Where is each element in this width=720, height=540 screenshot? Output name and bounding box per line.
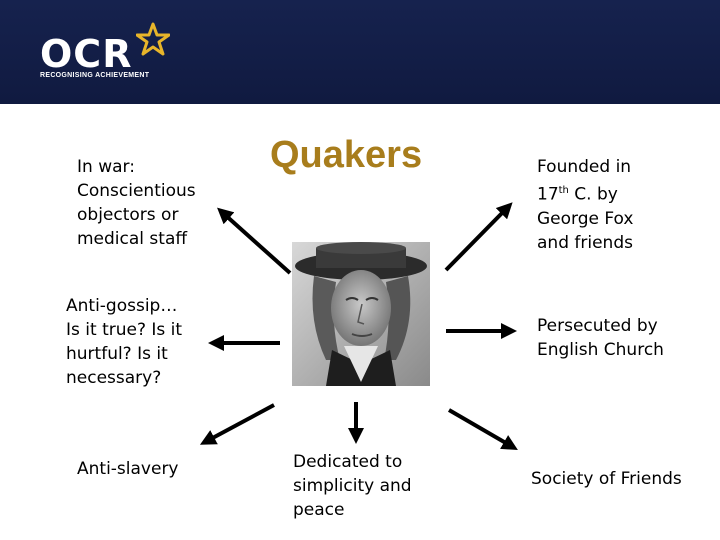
fact-founded-line: 17th C. by [537, 179, 634, 207]
fact-persecuted: Persecuted by English Church [537, 314, 664, 362]
fact-simplicity: Dedicated to simplicity and peace [293, 450, 412, 522]
slide-title: Quakers [270, 134, 423, 176]
fact-war-line: medical staff [77, 229, 188, 249]
logo-tagline: RECOGNISING ACHIEVEMENT [40, 72, 150, 79]
header-bar: OCR RECOGNISING ACHIEVEMENT [0, 0, 720, 104]
fact-war: In war: Conscientious objectors or medic… [77, 155, 196, 251]
fact-gossip: Anti-gossip… Is it true? Is it hurtful? … [66, 294, 182, 390]
century-text: C. by [568, 184, 618, 205]
fact-war-line: In war: [77, 157, 135, 177]
ocr-logo: OCR RECOGNISING ACHIEVEMENT [36, 22, 176, 84]
fact-founded-line: George Fox [537, 208, 634, 229]
fact-gossip-line: Is it true? Is it [66, 320, 183, 340]
fact-founded-line: Founded in [537, 157, 632, 177]
logo-word: OCR [40, 32, 133, 76]
fact-persecuted-line: Persecuted by [537, 316, 658, 336]
fact-founded: Founded in 17th C. by George Fox and fri… [537, 155, 634, 255]
century-number: 17 [537, 184, 559, 205]
arrow-to-society [447, 408, 518, 451]
fact-founded-line: and friends [537, 232, 633, 253]
arrow-to-founded [444, 202, 513, 272]
fact-simplicity-line: Dedicated to [293, 452, 403, 472]
fact-war-line: Conscientious [77, 181, 196, 201]
fact-society: Society of Friends [531, 469, 682, 489]
fact-simplicity-line: peace [293, 500, 345, 520]
century-suffix: th [558, 185, 569, 196]
fact-slavery: Anti-slavery [77, 459, 179, 479]
george-fox-portrait [292, 242, 430, 386]
fact-simplicity-line: simplicity and [293, 476, 412, 496]
fact-war-line: objectors or [77, 205, 179, 225]
fact-gossip-line: hurtful? Is it [66, 344, 168, 364]
fact-gossip-line: necessary? [66, 368, 162, 388]
star-icon [136, 22, 170, 56]
fact-persecuted-line: English Church [537, 340, 664, 360]
arrow-to-slavery [199, 403, 275, 445]
fact-gossip-line: Anti-gossip… [66, 296, 178, 316]
arrow-to-war [217, 207, 292, 275]
